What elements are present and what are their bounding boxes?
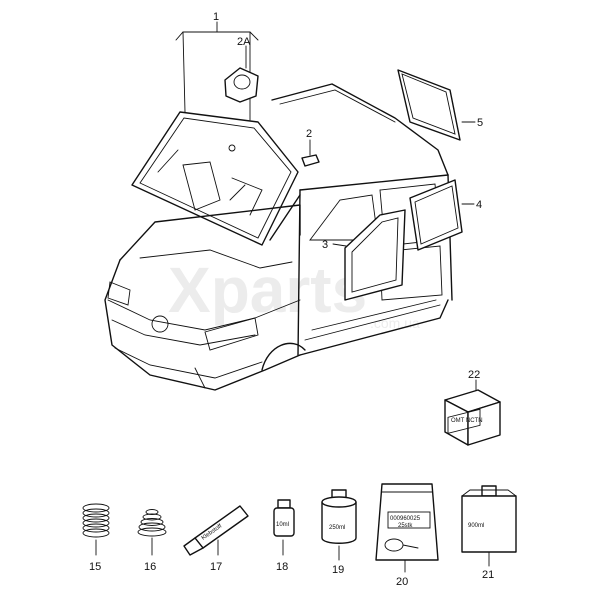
callout-1: 1	[213, 11, 219, 23]
callout-21: 21	[482, 569, 494, 581]
callout-18: 18	[276, 561, 288, 573]
rear-window-part	[397, 69, 476, 141]
callout-17: 17	[210, 561, 222, 573]
bag-qty: 25stk	[398, 523, 413, 529]
bag-code: 000960025	[390, 516, 421, 522]
jug-label: 900ml	[468, 523, 484, 529]
callout-15: 15	[89, 561, 101, 573]
windscreen	[131, 111, 299, 246]
jug-part-21: 900ml	[461, 485, 517, 567]
bag-part-20: 000960025 25stk	[375, 483, 439, 573]
bottle-label: 10ml	[276, 522, 289, 528]
callout-2: 2	[306, 128, 312, 140]
side-window-part-4	[409, 179, 475, 251]
bottle-part-18: 10ml	[273, 499, 295, 556]
watermark-sub: .com.ua	[370, 315, 420, 331]
callout-4: 4	[476, 199, 482, 211]
side-window-part-3	[332, 209, 406, 301]
box-label: OMT NCTN	[451, 418, 483, 424]
callout-16: 16	[144, 561, 156, 573]
callout-19: 19	[332, 564, 344, 576]
cone-part-16	[137, 509, 167, 556]
callout-5: 5	[477, 117, 483, 129]
can-part-19: 250ml	[321, 489, 357, 561]
mirror-mount-part	[224, 45, 259, 103]
callout-3: 3	[322, 239, 328, 251]
callout-20: 20	[396, 576, 408, 588]
spring-part-15	[82, 503, 110, 556]
callout-22: 22	[468, 369, 480, 381]
box-part-22: OMT NCTN	[444, 379, 501, 446]
callout-2A: 2A	[237, 36, 251, 48]
can-label: 250ml	[329, 525, 345, 531]
watermark: Xparts	[168, 254, 367, 326]
glue-tube-part-17: Klebstoff	[183, 505, 249, 556]
sensor-part	[301, 139, 320, 167]
